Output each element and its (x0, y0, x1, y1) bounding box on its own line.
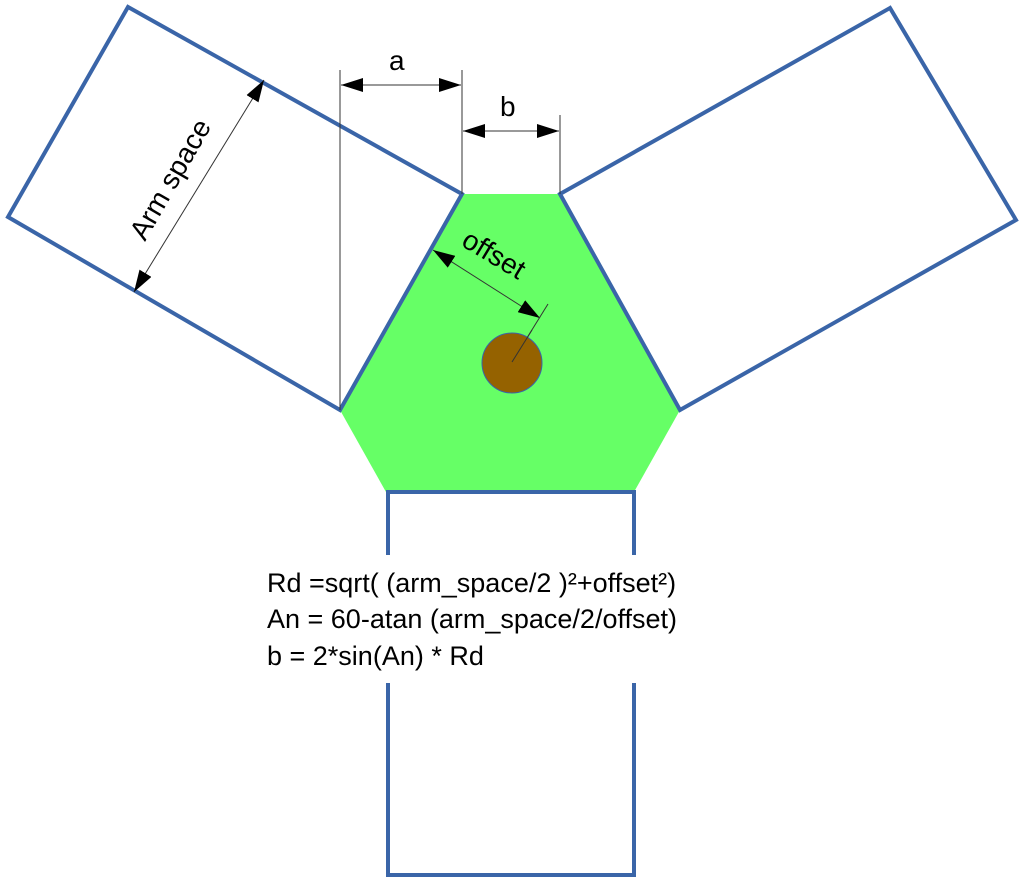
formula-b: b = 2*sin(An) * Rd (267, 641, 484, 671)
formula-an: An = 60-atan (arm_space/2/offset) (267, 604, 677, 634)
bottom-arm-bottom (386, 683, 636, 877)
label-b: b (500, 91, 516, 122)
right-arm (557, 5, 1019, 413)
offset-arrow (432, 249, 541, 319)
bottom-arm-top (386, 490, 636, 555)
label-a: a (389, 45, 405, 76)
formula-rd: Rd =sqrt( (arm_space/2 )²+offset²) (267, 568, 676, 598)
arm-space-arrow (133, 79, 265, 293)
center-hole (481, 332, 543, 394)
